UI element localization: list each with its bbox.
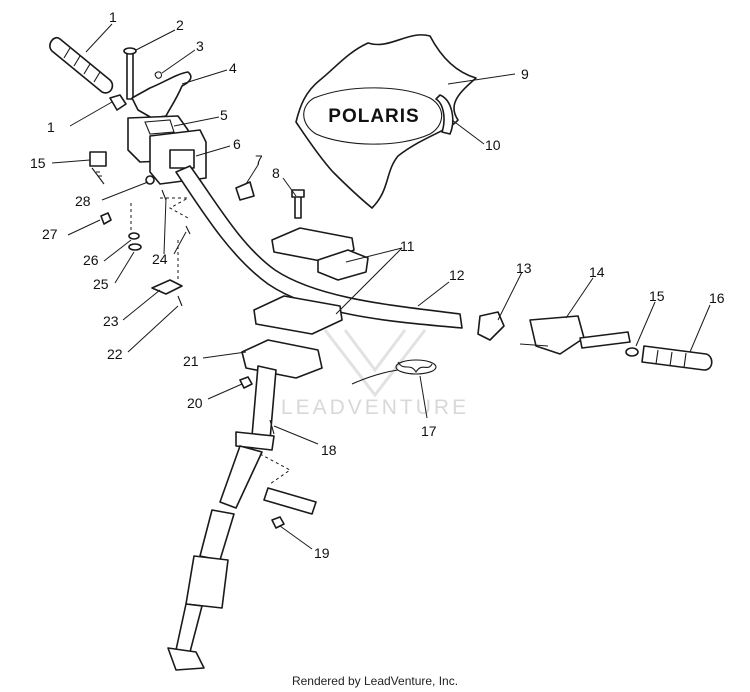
lower-clamp — [253, 295, 343, 335]
callout-9: 9 — [521, 66, 529, 82]
leader-lines — [51, 23, 711, 550]
callout-8: 8 — [272, 165, 280, 181]
kill-switch — [89, 151, 107, 185]
callout-2: 2 — [176, 17, 184, 33]
callout-12: 12 — [449, 267, 465, 283]
callout-27: 28 — [75, 193, 91, 209]
coiled-cable — [351, 359, 437, 385]
callout-20: 21 — [183, 353, 199, 369]
upper-clamp-bottom — [317, 249, 369, 281]
callout-7: 7 — [255, 152, 263, 168]
callout-22: 23 — [103, 313, 119, 329]
nut-19 — [239, 376, 253, 389]
callout-17: 18 — [321, 442, 337, 458]
callout-1: 1 — [109, 9, 117, 25]
cable-clip — [235, 181, 255, 201]
watermark-text: LEADVENTURE — [281, 396, 469, 419]
screw-21 — [177, 295, 183, 307]
callout-16: 17 — [421, 423, 437, 439]
handlebar — [175, 165, 463, 329]
callout-18: 19 — [314, 545, 330, 561]
brand-logo-text: POLARIS — [328, 106, 419, 127]
callout-23: 24 — [152, 251, 168, 267]
callout-1-right: 16 — [709, 290, 725, 306]
mount-bracket — [151, 279, 183, 295]
steering-post — [167, 365, 277, 671]
throttle-lever — [131, 71, 192, 119]
lock-washer-25 — [128, 232, 140, 240]
steering-plate — [241, 339, 323, 379]
screw-17 — [269, 419, 275, 435]
callout-25: 26 — [83, 252, 99, 268]
retaining-clip — [154, 71, 162, 79]
upper-clamp-top — [271, 227, 355, 263]
callout-13: 13 — [516, 260, 532, 276]
brake-lever-assembly — [519, 315, 631, 355]
callout-11: 11 — [400, 238, 415, 254]
handlebar-pad: POLARIS — [295, 34, 477, 209]
pivot-sleeve — [259, 453, 317, 515]
callout-24: 25 — [93, 276, 109, 292]
callout-28: 15 — [30, 155, 46, 171]
leadventure-watermark: LEADVENTURE — [281, 329, 469, 419]
pivot-pin — [123, 47, 137, 100]
brake-switch — [477, 311, 505, 341]
callout-6: 6 — [233, 136, 241, 152]
render-credit-footer: Rendered by LeadVenture, Inc. — [291, 674, 459, 688]
right-bar-cap — [625, 347, 639, 357]
pad-strap — [435, 94, 454, 135]
callout-4: 4 — [229, 60, 237, 76]
callout-19: 20 — [187, 395, 203, 411]
callout-5: 5 — [220, 107, 228, 123]
left-bar-cap — [109, 94, 127, 111]
callout-15-right: 15 — [649, 288, 665, 304]
callout-14: 14 — [589, 264, 605, 280]
callout-3: 3 — [196, 38, 204, 54]
clamp-bolt — [291, 189, 305, 219]
nut-26 — [100, 212, 112, 225]
callout-26: 27 — [42, 226, 58, 242]
nut-18 — [271, 516, 285, 529]
left-grip — [49, 37, 114, 94]
callouts: 1 2 3 4 5 6 7 8 9 10 11 12 13 14 15 16 1… — [30, 9, 725, 561]
washer-24 — [128, 243, 142, 251]
callout-21: 22 — [107, 346, 123, 362]
screws-23 — [161, 189, 191, 235]
callout-10: 10 — [485, 137, 501, 153]
callout-15-left: 1 — [47, 119, 55, 135]
right-grip — [641, 345, 713, 371]
